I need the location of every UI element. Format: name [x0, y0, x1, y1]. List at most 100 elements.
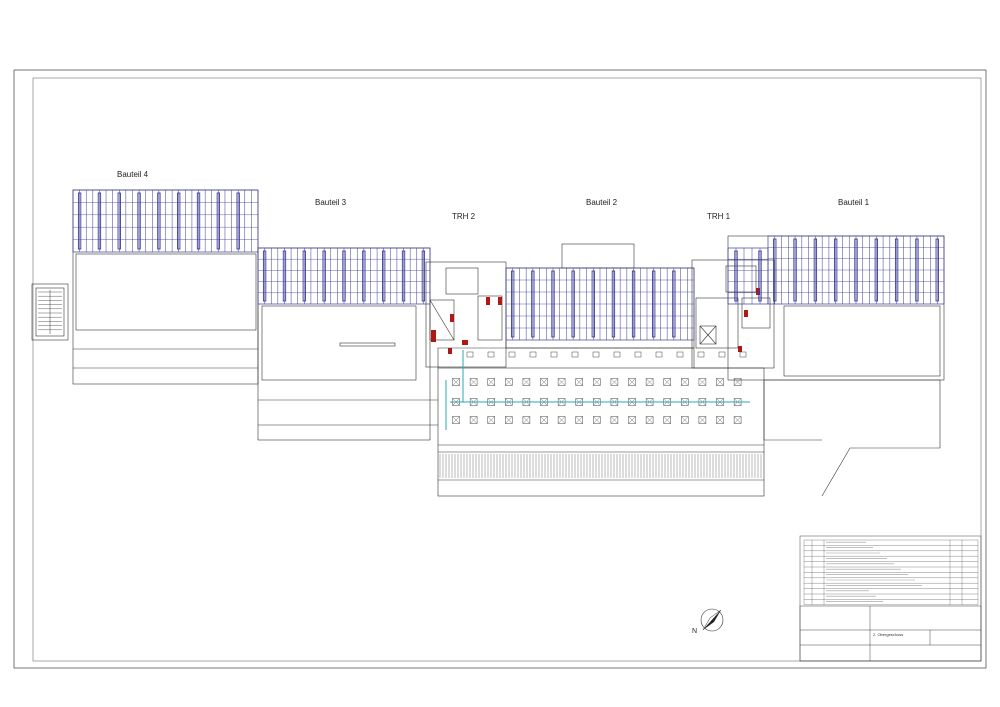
facade-window — [382, 250, 386, 302]
cyan-duct-line — [445, 350, 750, 430]
fixture-box — [681, 378, 689, 386]
revision-table — [803, 539, 979, 605]
fixture-cross — [540, 416, 548, 424]
fixture-cross — [505, 416, 513, 424]
facade-window — [631, 270, 636, 338]
bauteil-1-facade — [727, 235, 945, 305]
fixture-cross — [698, 416, 707, 424]
facade-window — [216, 192, 221, 250]
fixture-box — [505, 416, 513, 424]
north-arrow-icon — [700, 608, 724, 632]
fixture-box — [698, 416, 707, 424]
bauteil-2-facade — [505, 267, 695, 341]
fixture-box — [487, 378, 495, 386]
fixture-cross — [522, 378, 531, 386]
fixture-box — [610, 378, 619, 386]
fixture-cross — [698, 378, 707, 386]
fixture-box — [529, 351, 537, 358]
facade-window — [511, 270, 515, 338]
facade-window — [672, 270, 676, 338]
fixture-box — [663, 378, 671, 386]
fixture-cross — [681, 378, 689, 386]
fixture-cross — [716, 416, 724, 424]
fixture-box — [522, 416, 531, 424]
fixture-cross — [505, 378, 513, 386]
facade-window — [342, 250, 346, 302]
title-block — [799, 535, 982, 662]
fixture-cross — [733, 378, 742, 386]
facade-window — [551, 270, 555, 338]
fixture-box — [487, 416, 495, 424]
fixture-cross — [593, 378, 601, 386]
label-trh-2: TRH 2 — [452, 212, 476, 221]
fixture-box — [557, 416, 566, 424]
sheet-border — [13, 69, 987, 669]
bauteil-1-block — [727, 235, 945, 497]
facade-window — [196, 192, 201, 250]
facade-window — [894, 238, 899, 302]
fixture-cross — [628, 378, 636, 386]
fixture-box — [716, 416, 724, 424]
fixture-cross — [575, 378, 583, 386]
north-label: N — [692, 628, 698, 635]
facade-window — [854, 238, 858, 302]
left-stair-tower — [31, 283, 69, 341]
facade-window — [236, 192, 240, 250]
fixture-cross — [469, 378, 478, 386]
facade-window — [421, 250, 426, 302]
fixture-cross — [522, 416, 531, 424]
sheet-inner-border — [32, 77, 982, 662]
fixture-box — [645, 416, 654, 424]
fixture-cross — [733, 416, 742, 424]
central-hall — [437, 347, 765, 497]
fixture-box — [592, 351, 600, 358]
facade-window — [758, 250, 762, 302]
fixture-cross — [452, 416, 460, 424]
fixture-cross — [645, 416, 654, 424]
label-bauteil-2: Bauteil 2 — [586, 198, 618, 207]
facade-window — [262, 250, 267, 302]
title-block-plan-name: 2. Obergeschoss — [873, 632, 904, 637]
label-bauteil-3: Bauteil 3 — [315, 198, 347, 207]
facade-window — [97, 192, 102, 250]
ceiling-fixture-grid — [452, 351, 747, 424]
facade-window — [531, 270, 535, 338]
fixture-box — [487, 351, 495, 358]
fixture-box — [571, 351, 579, 358]
facade-window — [177, 192, 181, 250]
fixture-cross — [610, 416, 619, 424]
fixture-cross — [663, 378, 671, 386]
fixture-box — [733, 416, 742, 424]
fixture-box — [557, 378, 566, 386]
fixture-box — [508, 351, 516, 358]
bauteil-3-facade — [257, 247, 431, 305]
hall-hatch-band — [439, 454, 762, 478]
facade-window — [137, 192, 141, 250]
trh-1-core — [691, 259, 775, 369]
facade-window — [793, 238, 797, 302]
fixture-box — [550, 351, 558, 358]
fixture-cross — [487, 416, 495, 424]
fixture-box — [575, 416, 583, 424]
fixture-box — [610, 416, 619, 424]
facade-window — [874, 238, 878, 302]
facade-window — [834, 238, 838, 302]
fixture-box — [522, 378, 531, 386]
fixture-cross — [575, 416, 583, 424]
fixture-box — [733, 378, 742, 386]
facade-window — [117, 192, 121, 250]
fixture-box — [663, 416, 671, 424]
fixture-box — [645, 378, 654, 386]
fixture-box — [628, 416, 636, 424]
fixture-cross — [487, 378, 495, 386]
fixture-box — [628, 378, 636, 386]
fixture-box — [718, 351, 726, 358]
label-trh-1: TRH 1 — [707, 212, 731, 221]
fixture-cross — [610, 378, 619, 386]
fixture-box — [575, 378, 583, 386]
fixture-box — [739, 351, 747, 358]
facade-window — [302, 250, 306, 302]
fixture-cross — [469, 416, 478, 424]
fixture-box — [452, 416, 460, 424]
